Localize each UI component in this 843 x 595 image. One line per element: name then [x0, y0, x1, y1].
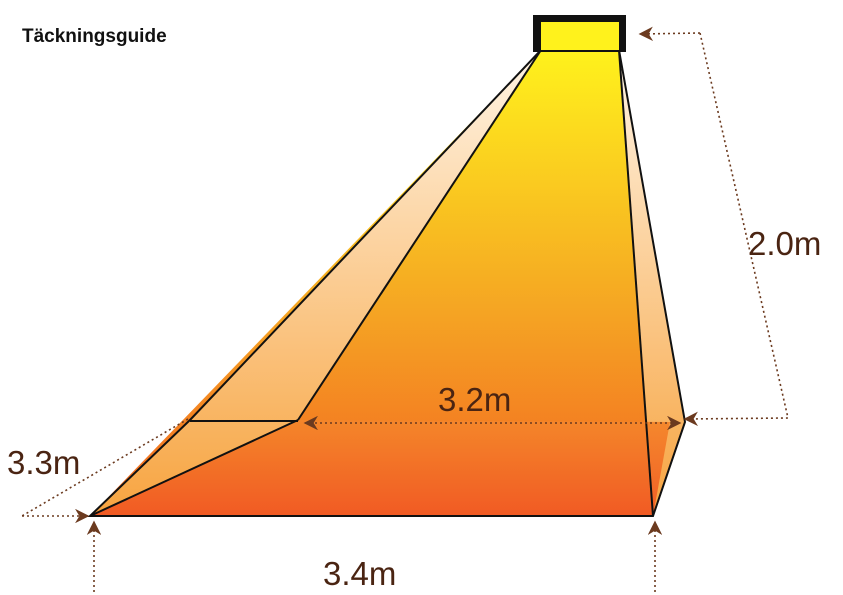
right-side-panel	[619, 50, 685, 516]
side-depth-label: 3.3m	[7, 444, 80, 481]
height-label: 2.0m	[748, 225, 821, 262]
right-inner-edge	[618, 49, 654, 517]
height-dimension-top-arrow	[638, 26, 701, 41]
left-inner-edge	[297, 49, 542, 421]
side-depth-dimension-line	[21, 418, 189, 517]
cone-outline	[87, 49, 687, 517]
left-floor-edge	[89, 419, 299, 517]
bottom-width-label: 3.4m	[323, 555, 396, 592]
floor-area	[90, 420, 670, 516]
light-fixture-lens	[541, 22, 619, 50]
diagram-title: Täckningsguide	[22, 26, 167, 47]
inner-width-label: 3.2m	[438, 381, 511, 418]
height-dimension-line	[683, 32, 790, 427]
